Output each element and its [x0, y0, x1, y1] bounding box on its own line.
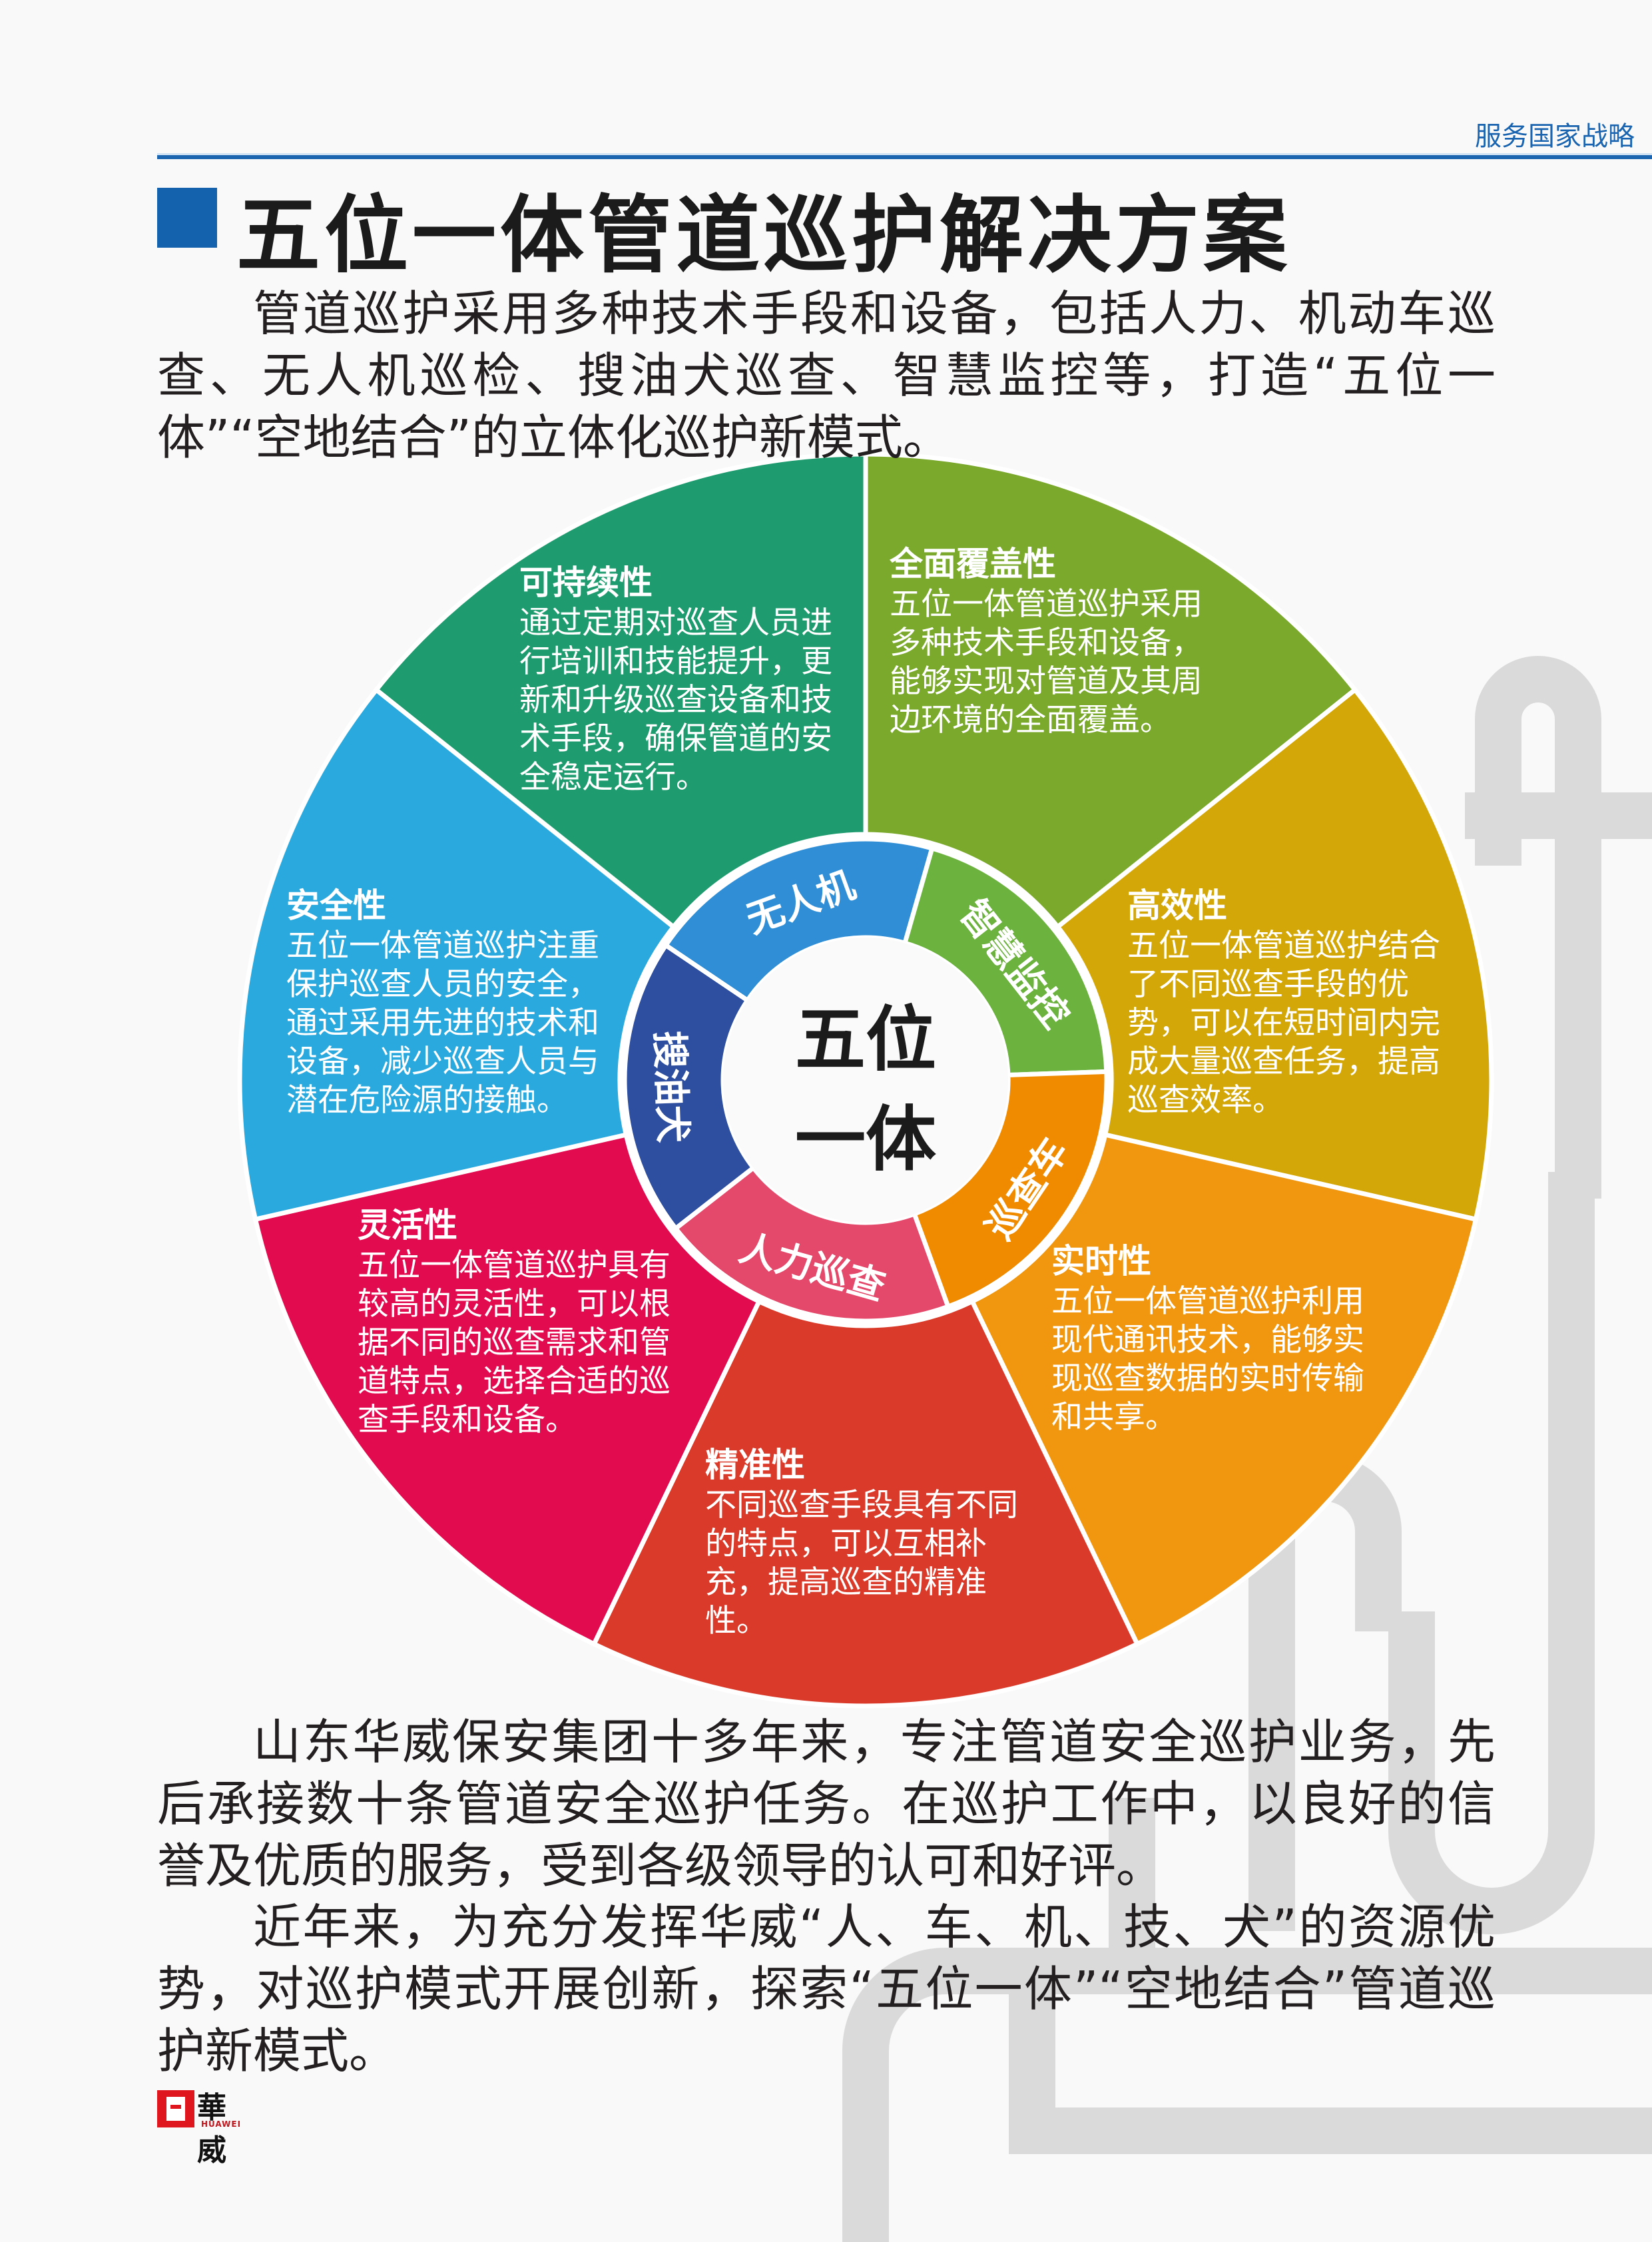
- segment-description-line: 的特点，可以互相补: [705, 1526, 987, 1562]
- segment-description-line: 较高的灵活性，可以根: [358, 1286, 671, 1322]
- huawei-logo: 華威 HUAWEI: [157, 2088, 250, 2167]
- segment-description-line: 现巡查数据的实时传输: [1051, 1360, 1364, 1397]
- segment-description-line: 能够实现对管道及其周: [890, 663, 1203, 700]
- wheel-center-line-2: 一体: [795, 1099, 936, 1181]
- page-title: 五位一体管道巡护解决方案: [236, 186, 1291, 284]
- segment-title: 全面覆盖性: [890, 545, 1056, 583]
- logo-chinese-name: 華威: [197, 2091, 226, 2167]
- wheel-center: [723, 938, 1008, 1223]
- outer-segment-text-1: 高效性五位一体管道巡护结合了不同巡查手段的优势，可以在短时间内完成大量巡查任务，…: [1127, 884, 1440, 1120]
- segment-description-line: 潜在危险源的接触。: [286, 1082, 568, 1119]
- pipe-segment: [1388, 1172, 1595, 1934]
- segment-description-line: 全稳定运行。: [519, 759, 707, 796]
- segment-description-line: 边环境的全面覆盖。: [890, 702, 1171, 738]
- logo-english-name: HUAWEI: [201, 2119, 242, 2129]
- segment-description-line: 势，可以在短时间内完: [1127, 1005, 1440, 1041]
- segment-title: 可持续性: [519, 563, 653, 602]
- segment-description-line: 成大量巡查任务，提高: [1127, 1043, 1440, 1080]
- segment-description-line: 五位一体管道巡护具有: [358, 1247, 671, 1284]
- segment-description-line: 行培训和技能提升，更: [519, 643, 832, 680]
- title-marker: [157, 188, 217, 248]
- segment-description-line: 多种技术手段和设备，: [890, 625, 1203, 661]
- segment-description-line: 设备，减少巡查人员与: [286, 1043, 599, 1080]
- five-in-one-wheel: [237, 451, 1494, 1709]
- outer-segment-text-0: 全面覆盖性五位一体管道巡护采用多种技术手段和设备，能够实现对管道及其周边环境的全…: [890, 543, 1203, 740]
- segment-description-line: 五位一体管道巡护注重: [286, 928, 599, 964]
- segment-description-line: 术手段，确保管道的安: [519, 720, 832, 757]
- segment-description-line: 通过采用先进的技术和: [286, 1005, 599, 1041]
- pipe-segment: [1475, 656, 1601, 1199]
- segment-description-line: 巡查效率。: [1127, 1082, 1284, 1119]
- segment-description-line: 不同巡查手段具有不同: [705, 1487, 1018, 1524]
- segment-description-line: 五位一体管道巡护采用: [890, 586, 1203, 623]
- wheel-center-line-1: 五位: [795, 999, 936, 1081]
- inner-segment-label: 搜油犬: [647, 1030, 694, 1144]
- segment-description-line: 道特点，选择合适的巡: [358, 1363, 671, 1400]
- segment-title: 灵活性: [358, 1206, 457, 1245]
- body-paragraph-2: 近年来，为充分发挥华威“人、车、机、技、犬”的资源优势，对巡护模式开展创新，探索…: [157, 1899, 1496, 2079]
- segment-description-line: 五位一体管道巡护利用: [1051, 1283, 1364, 1320]
- segment-description-line: 通过定期对巡查人员进: [519, 605, 832, 641]
- segment-description-line: 了不同巡查手段的优: [1127, 966, 1409, 1003]
- body-paragraph-1: 山东华威保安集团十多年来，专注管道安全巡护业务，先后承接数十条管道安全巡护任务。…: [157, 1714, 1496, 1894]
- logo-emblem-icon: [157, 2090, 194, 2127]
- outer-segment-text-5: 安全性五位一体管道巡护注重保护巡查人员的安全，通过采用先进的技术和设备，减少巡查…: [286, 884, 599, 1120]
- segment-description-line: 查手段和设备。: [358, 1402, 577, 1438]
- segment-title: 安全性: [286, 886, 386, 925]
- segment-description-line: 保护巡查人员的安全，: [286, 966, 599, 1003]
- segment-description-line: 现代通讯技术，能够实: [1051, 1322, 1364, 1358]
- pipe-background-graphic: [842, 656, 1652, 2242]
- segment-description-line: 新和升级巡查设备和技: [519, 682, 832, 718]
- segment-description-line: 性。: [705, 1603, 768, 1639]
- header-divider: [157, 153, 1652, 159]
- pipe-segment: [1009, 1971, 1652, 2154]
- outer-segment-text-4: 灵活性五位一体管道巡护具有较高的灵活性，可以根据不同的巡查需求和管道特点，选择合…: [358, 1204, 671, 1440]
- segment-description-line: 据不同的巡查需求和管: [358, 1324, 671, 1361]
- segment-title: 实时性: [1051, 1242, 1151, 1280]
- outer-segment-text-3: 精准性不同巡查手段具有不同的特点，可以互相补充，提高巡查的精准性。: [705, 1444, 1018, 1641]
- outer-segment-text-6: 可持续性通过定期对巡查人员进行培训和技能提升，更新和升级巡查设备和技术手段，确保…: [519, 561, 832, 797]
- outer-segment-text-2: 实时性五位一体管道巡护利用现代通讯技术，能够实现巡查数据的实时传输和共享。: [1051, 1240, 1364, 1437]
- intro-paragraph: 管道巡护采用多种技术手段和设备，包括人力、机动车巡查、无人机巡检、搜油犬巡查、智…: [157, 286, 1496, 465]
- section-tag: 服务国家战略: [1475, 121, 1635, 152]
- segment-title: 精准性: [705, 1446, 805, 1484]
- pipe-segment: [842, 1948, 1652, 2242]
- segment-description-line: 和共享。: [1051, 1399, 1177, 1436]
- segment-title: 高效性: [1127, 886, 1227, 925]
- segment-description-line: 五位一体管道巡护结合: [1127, 928, 1440, 964]
- segment-description-line: 充，提高巡查的精准: [705, 1564, 987, 1601]
